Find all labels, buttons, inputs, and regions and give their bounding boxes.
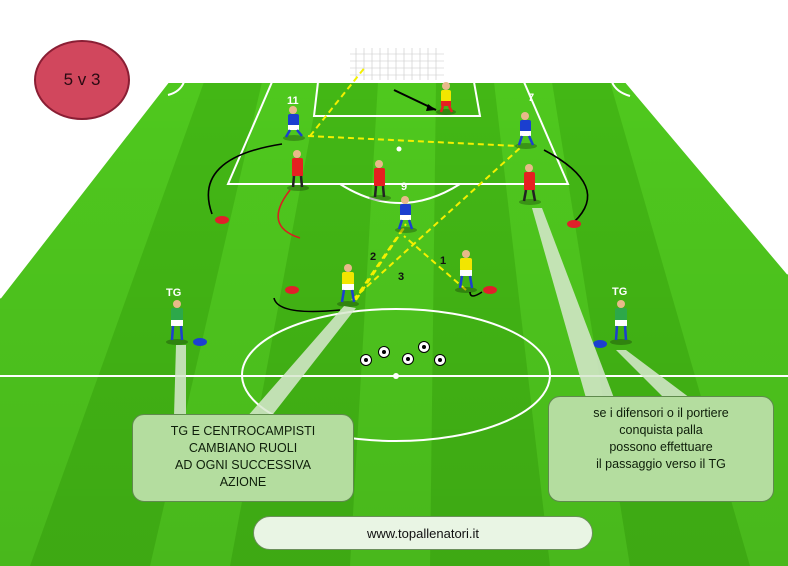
- movement-curves: [207, 143, 589, 313]
- player-icon: [166, 82, 632, 345]
- note-right-line1: se i difensori o il portiere: [593, 406, 729, 420]
- soccer-ball-icon: [360, 341, 446, 366]
- cone-icon: [193, 216, 607, 348]
- player-7-label: 7: [528, 92, 534, 104]
- note-left-line2: CAMBIANO RUOLI: [188, 441, 298, 455]
- pass-lines: [307, 65, 521, 301]
- player-9-label: 9: [401, 181, 407, 193]
- sequence-2-label: 2: [370, 251, 376, 263]
- note-right-line2: conquista palla: [619, 423, 703, 437]
- center-spot: [393, 373, 399, 379]
- tg-left-label: TG: [166, 287, 181, 299]
- tg-right-label: TG: [612, 286, 627, 298]
- note-role-change: TG E CENTROCAMPISTI CAMBIANO RUOLI AD OG…: [132, 414, 354, 502]
- drill-title: 5 v 3: [63, 70, 101, 89]
- penalty-spot: [396, 146, 402, 152]
- note-right-line4: il passaggio verso il TG: [596, 457, 726, 471]
- note-left-line3: AD OGNI SUCCESSIVA: [175, 458, 311, 472]
- defender-run: [277, 189, 301, 239]
- player-11-label: 11: [287, 95, 299, 107]
- arrow-head: [426, 104, 436, 111]
- sequence-1-label: 1: [440, 255, 446, 267]
- drill-title-badge: 5 v 3: [34, 40, 130, 120]
- note-pass-to-tg: se i difensori o il portiere conquista p…: [548, 396, 774, 502]
- website-text: www.topallenatori.it: [367, 525, 479, 541]
- sequence-3-label: 3: [398, 271, 404, 283]
- note-left-line4: AZIONE: [219, 475, 267, 489]
- note-left-line1: TG E CENTROCAMPISTI: [170, 424, 316, 438]
- callout-pointers: [174, 208, 690, 418]
- goal-icon: [346, 42, 448, 80]
- website-bar: www.topallenatori.it: [253, 516, 593, 550]
- note-right-line3: possono effettuare: [609, 440, 713, 454]
